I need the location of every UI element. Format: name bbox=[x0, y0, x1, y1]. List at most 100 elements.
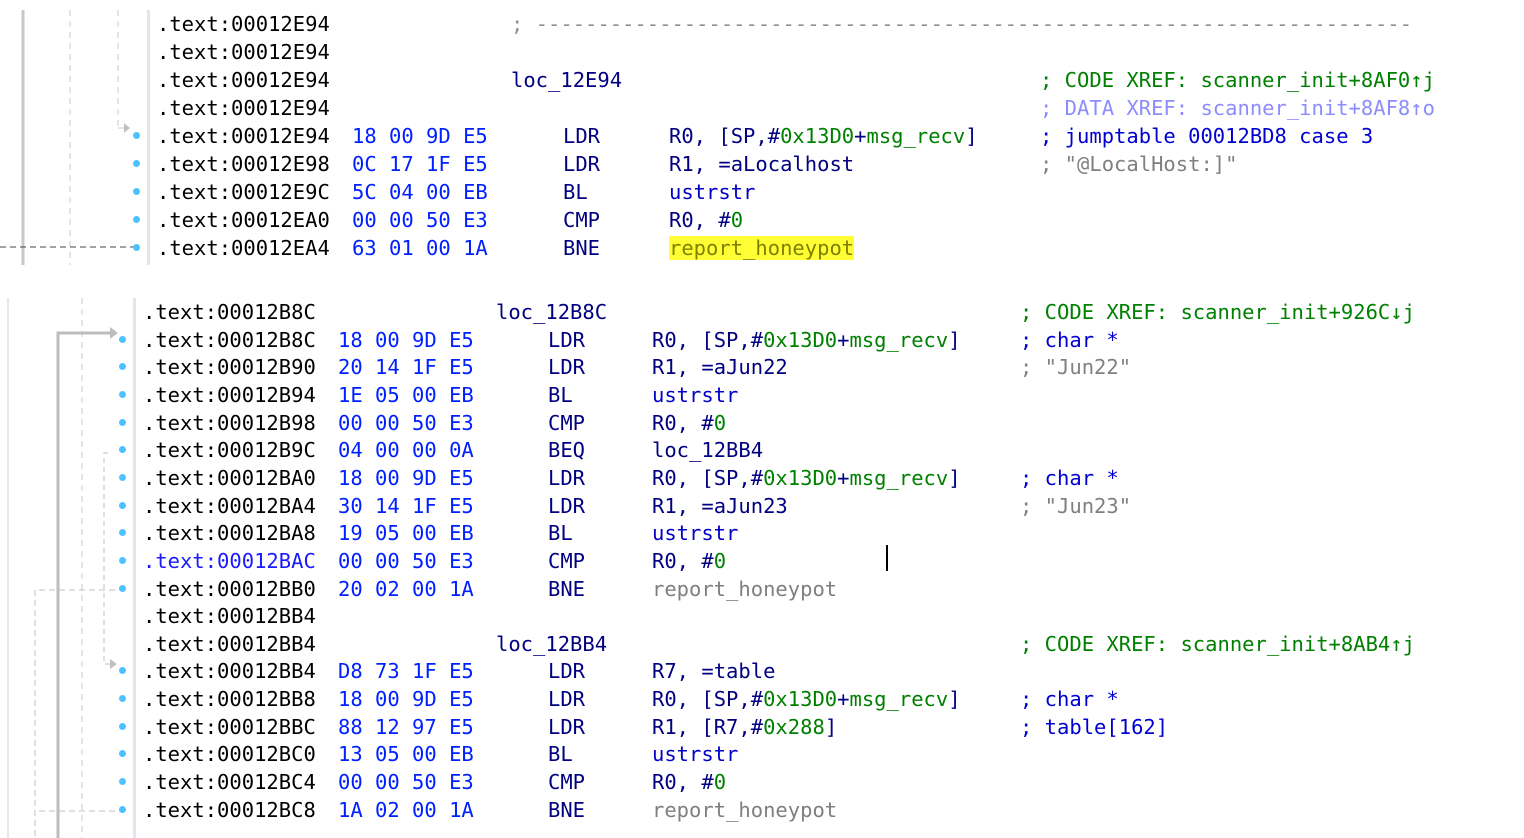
operand-token[interactable]: ] bbox=[948, 465, 961, 490]
operand-token[interactable]: + bbox=[837, 327, 850, 352]
operand-token[interactable]: 0 bbox=[730, 208, 744, 232]
operand-token[interactable]: ] bbox=[965, 124, 978, 148]
breakpoint-dot[interactable] bbox=[119, 695, 126, 703]
operand-token[interactable]: + bbox=[837, 687, 850, 712]
operand-token[interactable]: R0, [SP,# bbox=[652, 327, 764, 352]
instruction-operands[interactable]: R1, =aJun23 bbox=[652, 492, 788, 520]
operand-token[interactable]: 0 bbox=[713, 770, 727, 795]
operand-token[interactable]: R0, # bbox=[652, 410, 714, 435]
disasm-line[interactable]: .text:00012E94; DATA XREF: scanner_init+… bbox=[0, 94, 1524, 122]
operand-token[interactable]: msg_recv bbox=[866, 124, 966, 148]
instruction-operands[interactable]: R0, [SP,#0x13D0+msg_recv] bbox=[652, 685, 961, 713]
breakpoint-dot[interactable] bbox=[119, 390, 126, 398]
breakpoint-dot[interactable] bbox=[119, 473, 126, 481]
operand-token[interactable]: ustrstr bbox=[652, 382, 739, 407]
operand-token[interactable]: msg_recv bbox=[849, 465, 949, 490]
instruction-operands[interactable]: R0, #0 bbox=[652, 768, 726, 796]
operand-token[interactable]: 0x288 bbox=[763, 714, 825, 739]
disasm-line[interactable]: .text:00012E94 bbox=[0, 38, 1524, 66]
breakpoint-dot[interactable] bbox=[119, 750, 126, 758]
breakpoint-dot[interactable] bbox=[133, 188, 140, 195]
breakpoint-dot[interactable] bbox=[119, 584, 126, 592]
instruction-operands[interactable]: R7, =table bbox=[652, 657, 775, 685]
operand-token[interactable]: ] bbox=[948, 687, 961, 712]
operand-token[interactable]: 0x13D0 bbox=[763, 327, 838, 352]
operand-token[interactable]: R0, # bbox=[652, 770, 714, 795]
breakpoint-dot[interactable] bbox=[133, 244, 140, 251]
instruction-operands[interactable]: R0, [SP,#0x13D0+msg_recv] bbox=[652, 326, 961, 354]
instruction-operands[interactable]: ustrstr bbox=[652, 519, 738, 547]
breakpoint-dot[interactable] bbox=[119, 778, 126, 786]
breakpoint-dot[interactable] bbox=[119, 335, 126, 343]
breakpoint-dot[interactable] bbox=[133, 216, 140, 223]
operand-token[interactable]: report_honeypot bbox=[669, 236, 855, 260]
instruction-operands[interactable]: R0, [SP,#0x13D0+msg_recv] bbox=[669, 122, 978, 150]
instruction-operands[interactable]: R1, =aLocalhost bbox=[669, 150, 854, 178]
disasm-line[interactable]: .text:00012E94; ------------------------… bbox=[0, 10, 1524, 38]
operand-token[interactable]: loc_12BB4 bbox=[652, 438, 764, 463]
instruction-operands[interactable]: R0, #0 bbox=[652, 547, 726, 575]
operand-token[interactable]: ] bbox=[948, 327, 961, 352]
instruction-operands[interactable]: R1, =aJun22 bbox=[652, 353, 788, 381]
operand-token[interactable]: + bbox=[854, 124, 867, 148]
instruction-operands[interactable]: report_honeypot bbox=[652, 575, 837, 603]
operand-token[interactable]: R1, [R7,# bbox=[652, 714, 764, 739]
breakpoint-dot[interactable] bbox=[133, 132, 140, 139]
breakpoint-dot[interactable] bbox=[119, 363, 126, 371]
operand-token[interactable]: 0x13D0 bbox=[763, 465, 838, 490]
operand-token[interactable]: R1, =aJun22 bbox=[652, 355, 788, 380]
operand-token[interactable]: msg_recv bbox=[849, 687, 949, 712]
instruction-operands[interactable]: ustrstr bbox=[652, 381, 738, 409]
operand-token[interactable]: 0x13D0 bbox=[780, 124, 855, 148]
breakpoint-dot[interactable] bbox=[133, 160, 140, 167]
operand-token[interactable]: report_honeypot bbox=[652, 576, 838, 601]
breakpoint-dot[interactable] bbox=[119, 418, 126, 426]
breakpoint-dot[interactable] bbox=[119, 446, 126, 454]
breakpoint-dot[interactable] bbox=[119, 501, 126, 509]
disassembly-view-top[interactable]: .text:00012E94; ------------------------… bbox=[0, 10, 1524, 265]
breakpoint-dot[interactable] bbox=[119, 667, 126, 675]
operand-token[interactable]: report_honeypot bbox=[652, 797, 838, 822]
instruction-operands[interactable]: R0, #0 bbox=[652, 409, 726, 437]
operand-token[interactable]: R1, =aLocalhost bbox=[669, 152, 855, 176]
operand-token[interactable]: + bbox=[837, 465, 850, 490]
operand-token[interactable]: 0 bbox=[713, 548, 727, 573]
operand-token[interactable]: ustrstr bbox=[652, 742, 739, 767]
operand-token[interactable]: ] bbox=[824, 714, 838, 739]
operand-token[interactable]: ustrstr bbox=[669, 180, 756, 204]
operand-token[interactable]: R0, [SP,# bbox=[652, 687, 764, 712]
disasm-line[interactable]: .text:00012BB4 bbox=[0, 602, 1524, 630]
operand-token[interactable]: ustrstr bbox=[652, 521, 739, 546]
instruction-operands[interactable]: R0, #0 bbox=[669, 206, 743, 234]
instruction-operands[interactable]: report_honeypot bbox=[652, 796, 837, 824]
operand-token[interactable]: R0, [SP,# bbox=[669, 124, 781, 148]
instruction-operands[interactable]: R1, [R7,#0x288] bbox=[652, 713, 837, 741]
operand-token[interactable]: R0, # bbox=[669, 208, 731, 232]
operand-token[interactable]: msg_recv bbox=[849, 327, 949, 352]
instruction-operands[interactable]: R0, [SP,#0x13D0+msg_recv] bbox=[652, 464, 961, 492]
operand-token[interactable]: 0x13D0 bbox=[763, 687, 838, 712]
